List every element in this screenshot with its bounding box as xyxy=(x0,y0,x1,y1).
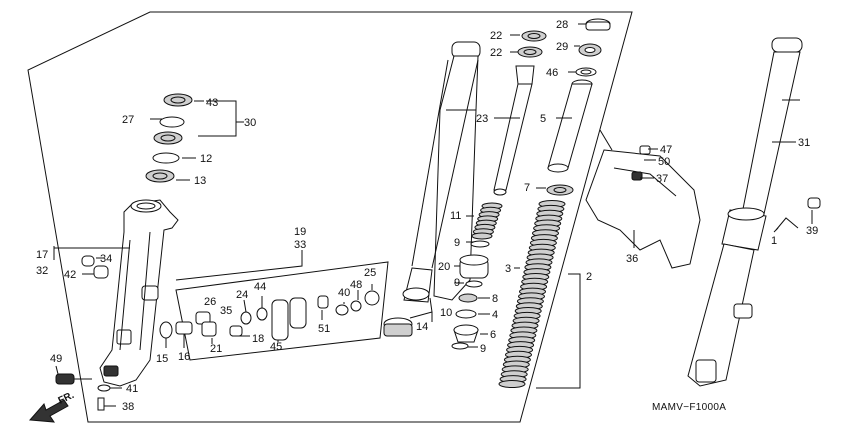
callout-42: 42 xyxy=(64,269,76,281)
callout-33: 33 xyxy=(294,239,306,251)
callout-11: 11 xyxy=(450,210,461,222)
accessory-kit-parts xyxy=(159,290,380,341)
callout-9b: 9 xyxy=(454,277,460,289)
callout-41: 41 xyxy=(126,383,138,395)
callout-4: 4 xyxy=(492,309,498,321)
callout-25: 25 xyxy=(364,267,376,279)
callout-30: 30 xyxy=(244,117,256,129)
reflector-bolt-parts xyxy=(55,255,111,411)
damper-internals xyxy=(383,202,503,350)
callout-39: 39 xyxy=(806,225,818,237)
callout-23: 23 xyxy=(476,113,488,125)
oil-seal-stack xyxy=(145,93,193,183)
callout-3: 3 xyxy=(505,263,511,275)
callout-37: 37 xyxy=(656,173,668,185)
inner-fork-tube-left xyxy=(402,41,481,303)
callout-13: 13 xyxy=(194,175,206,187)
right-fork-assembly xyxy=(687,37,821,387)
accessory-kit-outline xyxy=(175,261,389,361)
callout-45: 45 xyxy=(270,341,282,353)
callout-27: 27 xyxy=(122,114,134,126)
callout-24: 24 xyxy=(236,289,248,301)
callout-12: 12 xyxy=(200,153,212,165)
callout-8: 8 xyxy=(492,293,498,305)
fork-cap-stack xyxy=(517,18,611,196)
callout-49: 49 xyxy=(50,353,62,365)
callout-47: 47 xyxy=(660,144,672,156)
callout-48: 48 xyxy=(350,279,362,291)
callout-51: 51 xyxy=(318,323,330,335)
assembly-boundary xyxy=(27,11,633,423)
callout-16: 16 xyxy=(178,351,190,363)
callout-5: 5 xyxy=(540,113,546,125)
callout-7: 7 xyxy=(524,182,530,194)
callout-38: 38 xyxy=(122,401,134,413)
damper-rod xyxy=(493,65,535,196)
callout-9a: 9 xyxy=(454,237,460,249)
callout-18: 18 xyxy=(252,333,264,345)
callout-10: 10 xyxy=(440,307,452,319)
callout-35: 35 xyxy=(220,305,232,317)
callout-40: 40 xyxy=(338,287,350,299)
callout-14: 14 xyxy=(416,321,428,333)
left-fork-slider xyxy=(99,199,179,387)
callout-17: 17 xyxy=(36,249,48,261)
callout-22a: 22 xyxy=(490,30,502,42)
callout-26: 26 xyxy=(204,296,216,308)
callout-22b: 22 xyxy=(490,47,502,59)
callout-6: 6 xyxy=(490,329,496,341)
callout-1: 1 xyxy=(771,235,777,247)
callout-9c: 9 xyxy=(480,343,486,355)
spring-coil xyxy=(498,380,526,388)
spacer-tube xyxy=(547,79,593,173)
callout-21: 21 xyxy=(210,343,222,355)
callout-20: 20 xyxy=(438,261,450,273)
direction-label: FR. xyxy=(57,390,76,407)
callout-44: 44 xyxy=(254,281,266,293)
callout-50: 50 xyxy=(658,156,670,168)
callout-29: 29 xyxy=(556,41,568,53)
callout-numbers: 1 2 3 4 5 6 7 8 9 9 9 10 11 12 13 14 15 … xyxy=(36,19,818,413)
leader-lines xyxy=(53,23,813,407)
callout-46: 46 xyxy=(546,67,558,79)
spring-coil xyxy=(471,232,493,240)
callout-19: 19 xyxy=(294,226,306,238)
callout-32: 32 xyxy=(36,265,48,277)
diagram-code: MAMV−F1000A xyxy=(652,402,726,413)
front-direction-arrow: FR. xyxy=(28,390,76,423)
fork-bridge xyxy=(585,145,701,269)
callout-15: 15 xyxy=(156,353,168,365)
callout-31: 31 xyxy=(798,137,810,149)
fork-spring xyxy=(498,200,566,388)
callout-43: 43 xyxy=(206,97,218,109)
callout-28: 28 xyxy=(556,19,568,31)
callout-36: 36 xyxy=(626,253,638,265)
callout-34: 34 xyxy=(100,253,112,265)
callout-2: 2 xyxy=(586,271,592,283)
